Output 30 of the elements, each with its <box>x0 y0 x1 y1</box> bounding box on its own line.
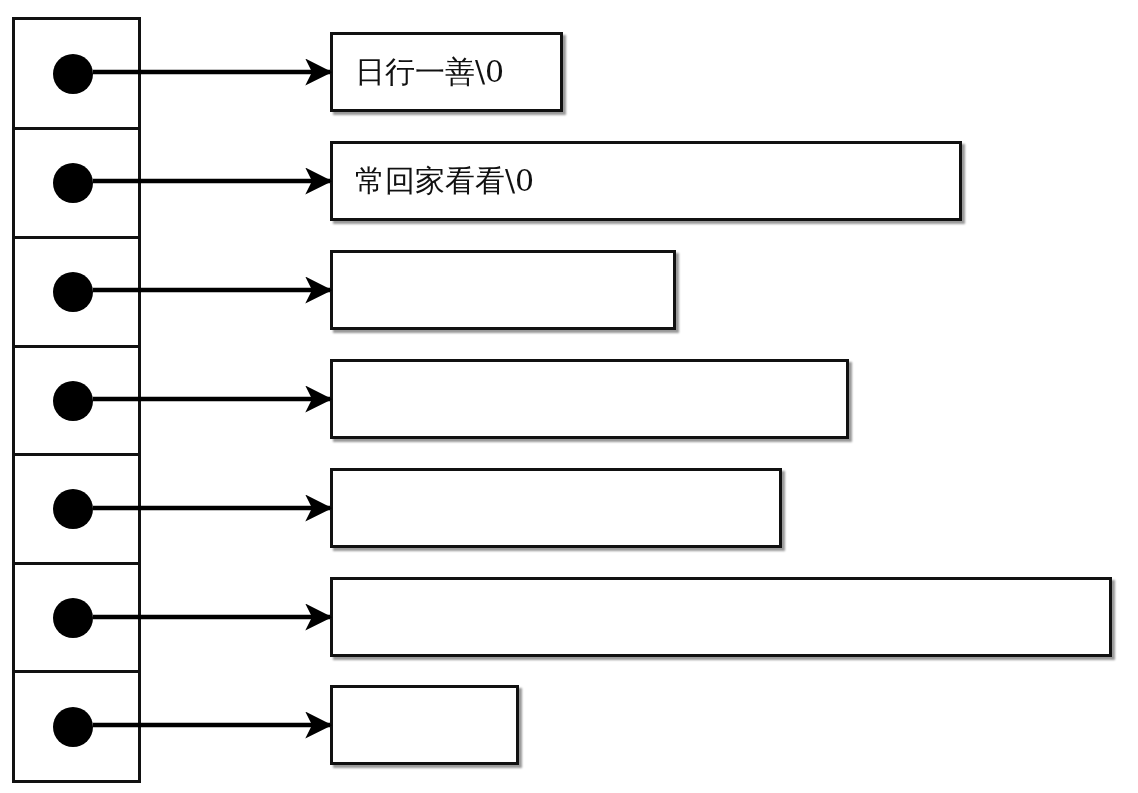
pointer-dot <box>53 53 93 94</box>
array-cell <box>12 562 141 673</box>
string-text: 常回家看看\0 <box>355 161 535 200</box>
pointer-dot <box>53 706 93 747</box>
string-box <box>330 359 849 439</box>
array-cell <box>12 236 141 348</box>
pointer-dot <box>53 272 93 312</box>
arrow <box>93 58 333 86</box>
string-text: 日行一善\0 <box>355 52 505 91</box>
array-cell <box>12 453 141 565</box>
array-cell <box>12 670 141 783</box>
string-box <box>330 250 676 330</box>
string-box <box>330 577 1112 657</box>
arrow <box>93 711 333 739</box>
array-cell <box>12 127 141 239</box>
pointer-dot <box>53 380 93 421</box>
string-box <box>330 141 962 221</box>
pointer-dot <box>53 163 93 203</box>
string-box <box>330 468 782 548</box>
arrow <box>93 167 333 195</box>
string-box <box>330 32 563 112</box>
array-cell <box>12 17 141 130</box>
arrow <box>93 494 333 522</box>
pointer-dot <box>53 597 93 638</box>
string-box <box>330 685 519 765</box>
array-cell <box>12 345 141 456</box>
arrow <box>93 385 333 413</box>
pointer-dot <box>53 489 93 529</box>
arrow <box>93 603 333 631</box>
arrow <box>93 276 333 304</box>
